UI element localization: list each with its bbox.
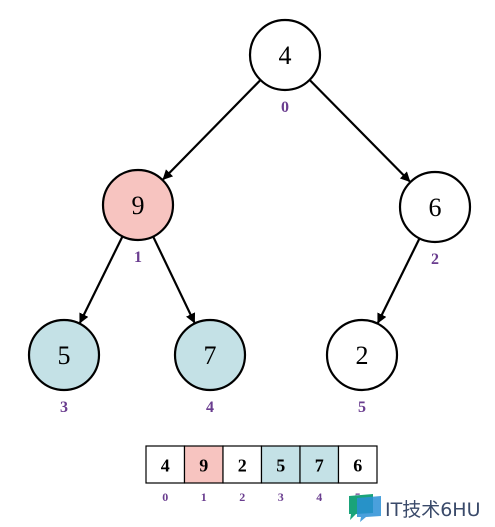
tree-node-circle	[27, 318, 101, 392]
array-cell-index: 0	[162, 490, 168, 504]
array-cell-index: 3	[278, 490, 284, 504]
array-cell-box	[299, 445, 340, 484]
tree-node-index: 0	[281, 99, 289, 116]
tree-node-value: 7	[204, 341, 217, 370]
tree-node-circle	[398, 170, 472, 244]
chat-bubble-icon	[349, 494, 381, 522]
tree-edge-arrow	[78, 235, 124, 324]
array-cell: 53	[260, 445, 301, 504]
array-cell: 91	[183, 445, 224, 504]
array-cell-value: 4	[161, 456, 170, 476]
tree-node: 91	[101, 168, 175, 266]
array-cell-index: 1	[201, 490, 207, 504]
watermark: IT技术6HU	[349, 494, 481, 522]
tree-node: 40	[248, 18, 322, 116]
tree-node-value: 4	[279, 41, 292, 70]
array-cell: 74	[299, 445, 340, 504]
tree-node-index: 3	[60, 399, 68, 416]
tree-edges	[78, 79, 421, 324]
tree-node: 25	[325, 318, 399, 416]
tree-node: 74	[173, 318, 247, 416]
tree-edge-arrow	[308, 79, 411, 183]
tree-edge-arrow	[162, 79, 262, 181]
array-cell-box	[222, 445, 263, 484]
heap-array: 409122537465	[145, 445, 378, 504]
array-cell-value: 9	[199, 456, 208, 476]
tree-node: 53	[27, 318, 101, 416]
tree-node-circle	[173, 318, 247, 392]
tree-node-circle	[248, 18, 322, 92]
tree-node-circle	[101, 168, 175, 242]
array-cell-value: 5	[276, 456, 285, 476]
array-cell-value: 6	[353, 456, 362, 476]
tree-node-value: 5	[58, 341, 71, 370]
tree-node-index: 1	[134, 249, 142, 266]
array-cell-box	[337, 445, 378, 484]
array-cell-index: 4	[316, 490, 322, 504]
array-cell-value: 7	[315, 456, 324, 476]
array-cell-box	[145, 445, 186, 484]
array-cell-index: 2	[239, 490, 245, 504]
array-cell-value: 2	[238, 456, 247, 476]
watermark-text: IT技术6HU	[385, 499, 481, 521]
tree-node-index: 4	[206, 399, 214, 416]
tree-node-circle	[325, 318, 399, 392]
tree-node-index: 5	[358, 399, 366, 416]
tree-edge-arrow	[152, 236, 196, 324]
tree-edge-arrow	[376, 237, 421, 324]
array-cell: 40	[145, 445, 186, 504]
tree-node-value: 9	[132, 191, 145, 220]
tree-node-value: 6	[429, 193, 442, 222]
array-cell-box	[183, 445, 224, 484]
array-cell: 22	[222, 445, 263, 504]
tree-node-value: 2	[356, 341, 369, 370]
tree-node-index: 2	[431, 251, 439, 268]
tree-node: 62	[398, 170, 472, 268]
array-cell-box	[260, 445, 301, 484]
